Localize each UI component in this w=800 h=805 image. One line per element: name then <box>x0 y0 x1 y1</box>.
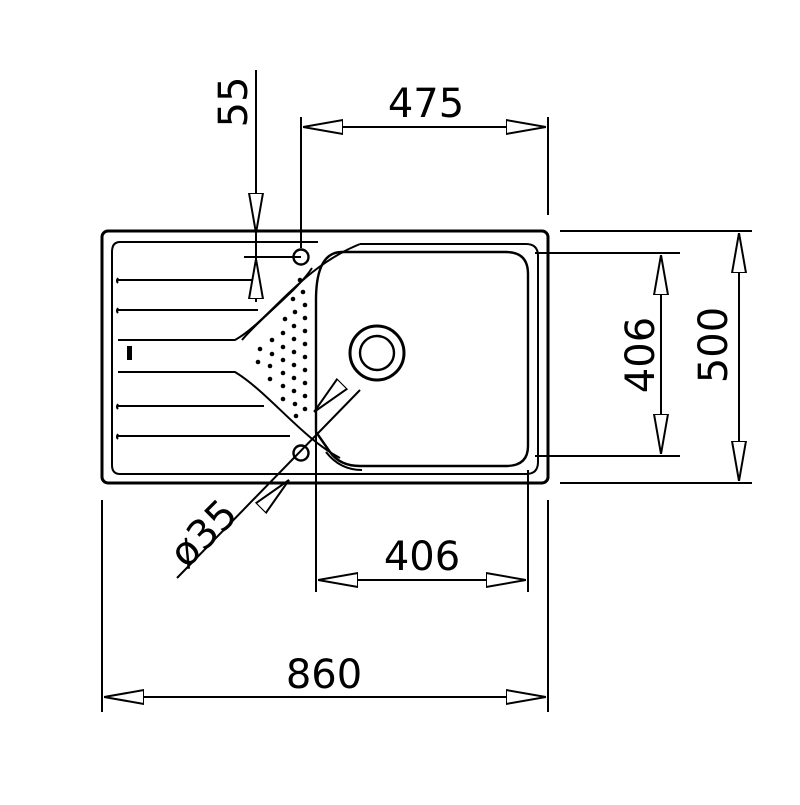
drainboard-inner-rim <box>111 241 355 475</box>
sink-outer-rim <box>100 229 550 485</box>
dimension-overall-width-label: 860 <box>286 652 362 698</box>
sink-bowl <box>314 243 539 475</box>
dimension-bowl-depth: 406 <box>535 252 680 457</box>
drain-funnel <box>118 243 361 459</box>
dimension-bowl-depth-label: 406 <box>618 317 664 393</box>
tap-hole-bottom <box>292 444 310 462</box>
bowl-drain <box>348 324 406 382</box>
dimension-overall-depth: 500 <box>560 230 752 484</box>
drainboard-grooves <box>116 277 290 440</box>
dimension-overall-width: 860 <box>101 500 549 712</box>
dimension-edge-offset-label: 55 <box>211 77 257 128</box>
perforation-dots <box>255 277 308 419</box>
drainboard-marker <box>127 346 132 360</box>
dimension-tap-hole-diameter-label: ø35 <box>161 491 247 577</box>
dimension-tap-hole-offset-label: 475 <box>388 81 464 127</box>
dimension-tap-hole-offset: 475 <box>300 81 549 248</box>
dimension-overall-depth-label: 500 <box>691 307 737 383</box>
dimension-bowl-width: 406 <box>315 398 529 592</box>
dimension-edge-offset: 55 <box>211 70 301 302</box>
dimension-bowl-width-label: 406 <box>384 534 460 580</box>
